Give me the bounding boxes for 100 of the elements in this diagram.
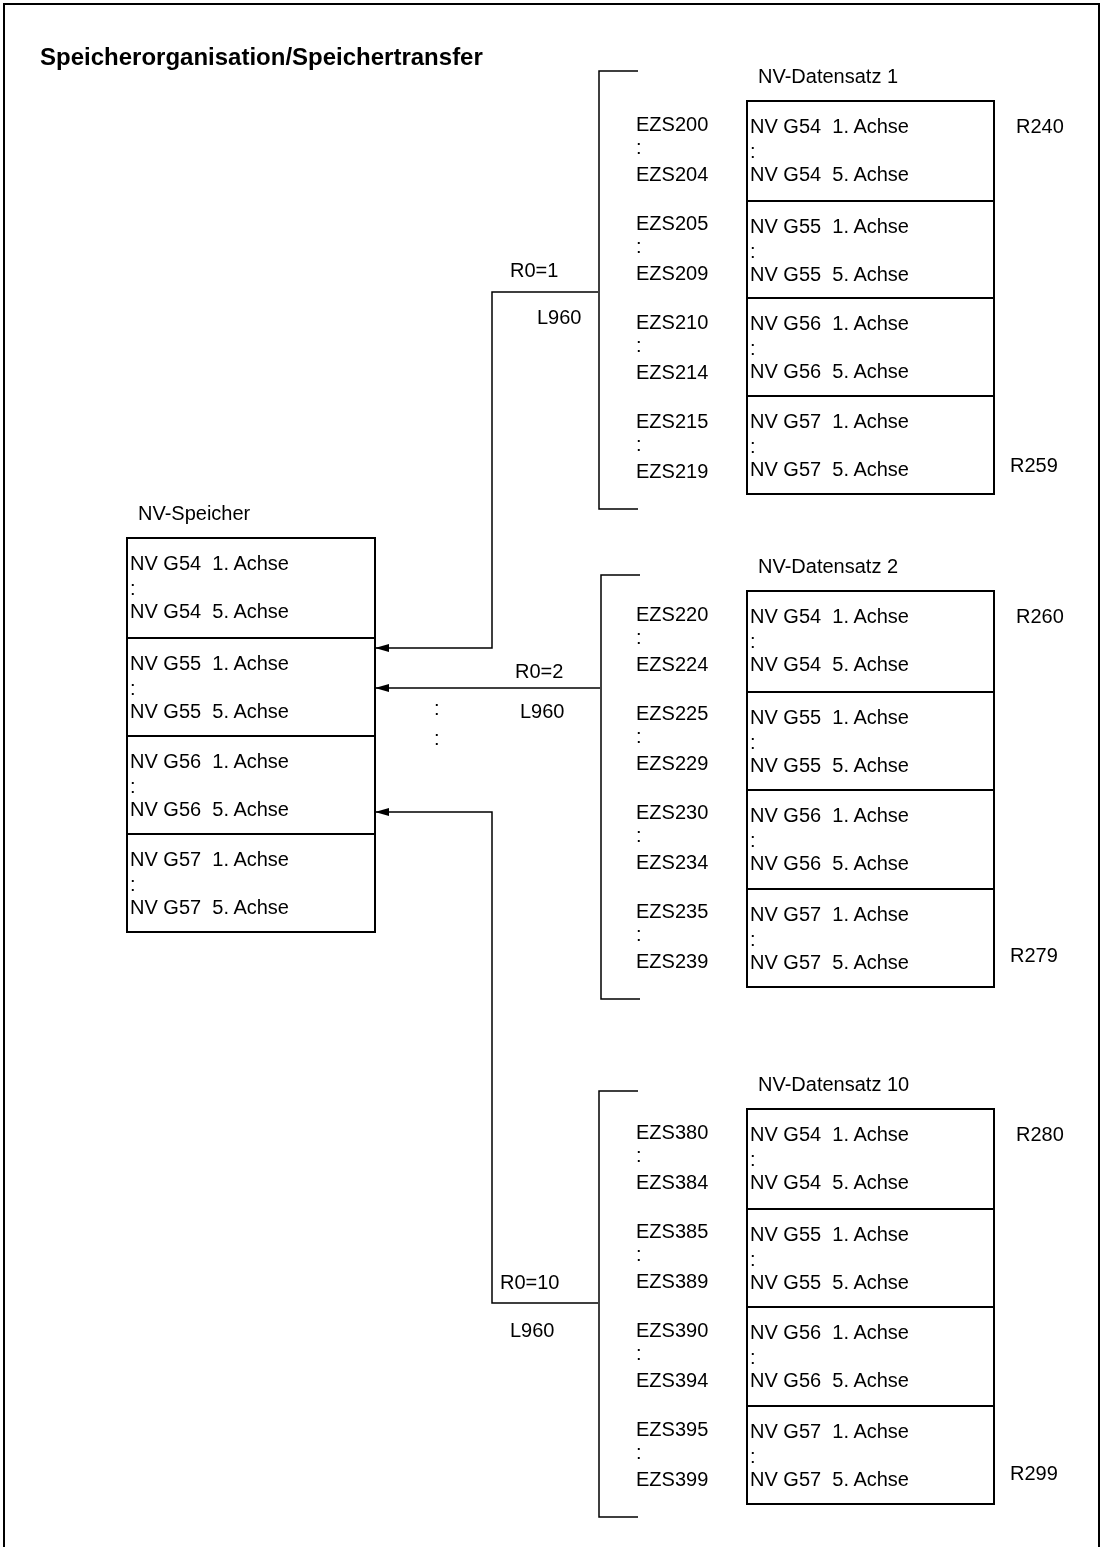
address-label: EZS224 bbox=[636, 652, 709, 676]
cell-text: NV G57 1. Achse bbox=[750, 1418, 909, 1443]
ellipsis-dots: : bbox=[636, 1144, 642, 1166]
address-label: EZS215 bbox=[636, 409, 709, 433]
block-heading: NV-Datensatz 1 bbox=[758, 64, 899, 88]
address-label: EZS230 bbox=[636, 800, 709, 824]
address-label: EZS210 bbox=[636, 310, 709, 334]
ellipsis-dots: : bbox=[434, 727, 440, 749]
cell-text: NV G55 1. Achse bbox=[750, 1222, 909, 1247]
address-label: EZS389 bbox=[636, 1269, 709, 1293]
cell-text: NV G55 5. Achse bbox=[130, 699, 289, 723]
block-heading: NV-Datensatz 2 bbox=[758, 554, 899, 578]
register-label: R260 bbox=[1016, 604, 1064, 628]
ellipsis-dots: : bbox=[636, 235, 642, 257]
ellipsis-dots: : bbox=[636, 824, 642, 846]
address-label: EZS220 bbox=[636, 602, 709, 626]
cell-text: NV G57 5. Achse bbox=[130, 895, 289, 919]
cell-text: NV G54 1. Achse bbox=[750, 1122, 909, 1146]
register-label: R259 bbox=[1010, 453, 1058, 477]
cell-text: NV G55 5. Achse bbox=[750, 261, 909, 286]
cell-text: NV G54 5. Achse bbox=[750, 1170, 909, 1194]
ellipsis-dots: : bbox=[130, 576, 137, 599]
ellipsis-dots: : bbox=[750, 139, 757, 162]
ellipsis-dots: : bbox=[750, 629, 757, 652]
ellipsis-dots: : bbox=[750, 1345, 757, 1369]
ellipsis-dots: : bbox=[130, 676, 137, 699]
ellipsis-dots: : bbox=[750, 729, 757, 753]
cell-text: NV G57 5. Achse bbox=[750, 457, 909, 482]
ellipsis-dots: : bbox=[636, 334, 642, 356]
address-label: EZS235 bbox=[636, 899, 709, 923]
address-label: EZS204 bbox=[636, 162, 709, 186]
ellipsis-dots: : bbox=[130, 872, 137, 895]
instruction-label: L960 bbox=[537, 305, 582, 329]
ellipsis-dots: : bbox=[636, 136, 642, 158]
register-label: R280 bbox=[1016, 1122, 1064, 1146]
arrow bbox=[375, 684, 601, 692]
instruction-label: L960 bbox=[510, 1318, 555, 1342]
register-label: R240 bbox=[1016, 114, 1064, 138]
address-label: EZS225 bbox=[636, 701, 709, 725]
arrow bbox=[375, 291, 599, 652]
address-label: EZS205 bbox=[636, 211, 709, 235]
ellipsis-dots: : bbox=[750, 238, 757, 262]
register-label: R299 bbox=[1010, 1461, 1058, 1485]
address-label: EZS384 bbox=[636, 1170, 709, 1194]
cell-text: NV G56 1. Achse bbox=[130, 749, 289, 773]
address-label: EZS214 bbox=[636, 360, 709, 384]
cell-text: NV G55 5. Achse bbox=[750, 752, 909, 777]
arrow bbox=[375, 808, 599, 1304]
address-label: EZS395 bbox=[636, 1417, 709, 1441]
cell-text: NV G54 5. Achse bbox=[750, 652, 909, 676]
ellipsis-dots: : bbox=[750, 926, 757, 950]
cell-text: NV G56 5. Achse bbox=[750, 851, 909, 875]
cell-text: NV G57 5. Achse bbox=[750, 949, 909, 974]
address-label: EZS219 bbox=[636, 459, 709, 483]
cell-text: NV G54 1. Achse bbox=[130, 551, 289, 575]
ellipsis-dots: : bbox=[750, 1247, 757, 1271]
cell-text: NV G57 1. Achse bbox=[130, 847, 289, 871]
address-label: EZS390 bbox=[636, 1318, 709, 1342]
cell-text: NV G56 5. Achse bbox=[130, 797, 289, 821]
cell-text: NV G55 1. Achse bbox=[750, 704, 909, 729]
ellipsis-dots: : bbox=[636, 1441, 642, 1463]
block-heading: NV-Speicher bbox=[138, 501, 251, 525]
instruction-label: L960 bbox=[520, 699, 565, 723]
address-label: EZS394 bbox=[636, 1368, 709, 1392]
bracket bbox=[598, 1090, 638, 1518]
cell-text: NV G54 1. Achse bbox=[750, 604, 909, 628]
cell-text: NV G56 5. Achse bbox=[750, 359, 909, 384]
cell-text: NV G54 1. Achse bbox=[750, 114, 909, 138]
ellipsis-dots: : bbox=[750, 828, 757, 851]
ellipsis-dots: : bbox=[636, 433, 642, 455]
register-label: R279 bbox=[1010, 943, 1058, 967]
address-label: EZS380 bbox=[636, 1120, 709, 1144]
address-label: EZS399 bbox=[636, 1467, 709, 1491]
ellipsis-dots: : bbox=[636, 923, 642, 945]
address-label: EZS200 bbox=[636, 112, 709, 136]
ellipsis-dots: : bbox=[636, 626, 642, 648]
cell-text: NV G57 1. Achse bbox=[750, 901, 909, 926]
ellipsis-dots: : bbox=[636, 1342, 642, 1364]
address-label: EZS229 bbox=[636, 751, 709, 775]
address-label: EZS209 bbox=[636, 261, 709, 285]
cell-text: NV G56 1. Achse bbox=[750, 1320, 909, 1345]
bracket bbox=[598, 70, 638, 510]
cell-text: NV G56 5. Achse bbox=[750, 1368, 909, 1393]
cell-text: NV G54 5. Achse bbox=[750, 162, 909, 186]
cell-text: NV G55 5. Achse bbox=[750, 1270, 909, 1295]
ellipsis-dots: : bbox=[434, 697, 440, 719]
cell-text: NV G56 1. Achse bbox=[750, 311, 909, 336]
cell-text: NV G56 1. Achse bbox=[750, 803, 909, 827]
address-label: EZS239 bbox=[636, 949, 709, 973]
address-label: EZS385 bbox=[636, 1219, 709, 1243]
ellipsis-dots: : bbox=[750, 336, 757, 360]
cell-text: NV G57 5. Achse bbox=[750, 1466, 909, 1491]
ellipsis-dots: : bbox=[750, 1443, 757, 1467]
address-label: EZS234 bbox=[636, 850, 709, 874]
cell-text: NV G54 5. Achse bbox=[130, 599, 289, 623]
ellipsis-dots: : bbox=[130, 774, 137, 797]
ellipsis-dots: : bbox=[636, 725, 642, 747]
block-heading: NV-Datensatz 10 bbox=[758, 1072, 910, 1096]
cell-text: NV G57 1. Achse bbox=[750, 409, 909, 434]
ellipsis-dots: : bbox=[636, 1243, 642, 1265]
